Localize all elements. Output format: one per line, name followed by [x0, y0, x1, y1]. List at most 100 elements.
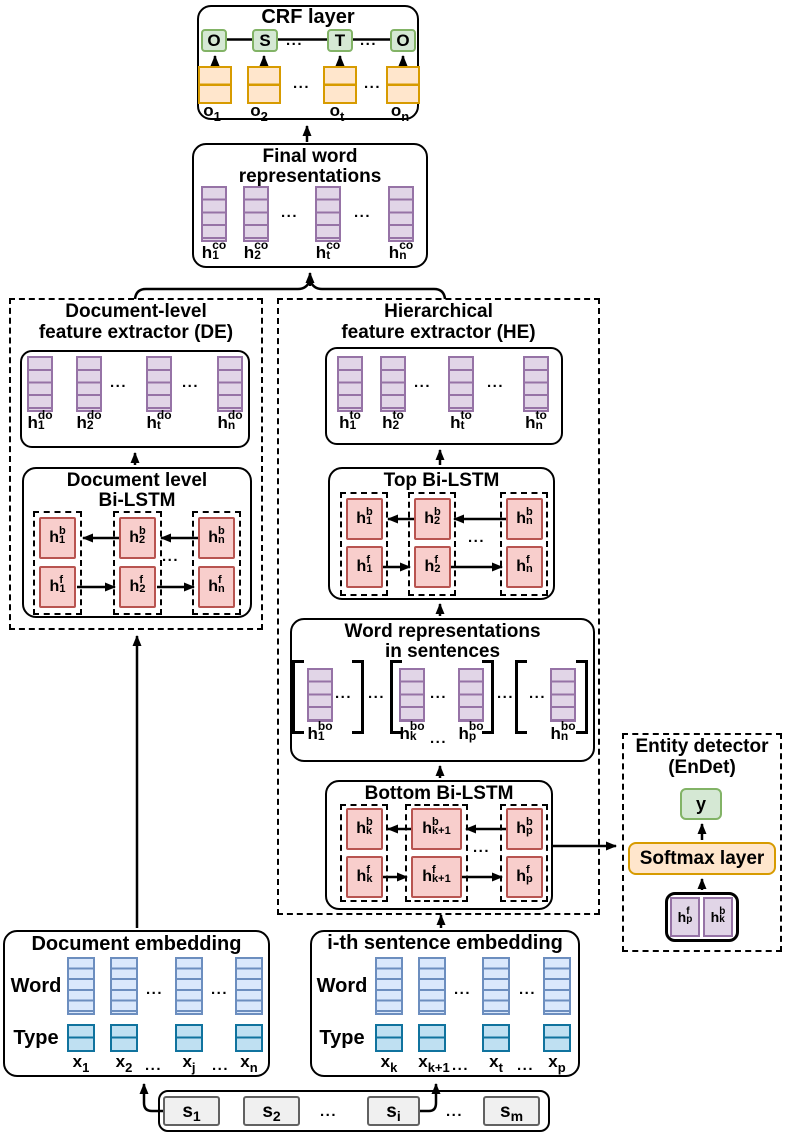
word-repr-title-line2: in sentences: [384, 641, 501, 662]
ellipsis: ...: [146, 981, 164, 998]
vector-stack: [523, 356, 549, 412]
ellipsis: ...: [182, 374, 200, 391]
he-title-line1: Hierarchical: [384, 301, 493, 322]
word-embedding-stack: [175, 957, 203, 1015]
vector-stack: [388, 186, 414, 242]
ellipsis: ...: [286, 32, 304, 49]
bottom-bilstm-title: Bottom Bi-LSTM: [364, 783, 514, 804]
output-vector-stack: [247, 66, 281, 104]
word-embedding-stack: [67, 957, 95, 1015]
lstm-column: [113, 511, 162, 615]
lstm-column: [340, 804, 388, 902]
lstm-column: [500, 804, 548, 902]
type-embedding-stack: [482, 1024, 510, 1052]
ellipsis: ...: [212, 1057, 230, 1074]
document-embedding-title: Document embedding: [31, 933, 242, 955]
type-row-label: Type: [319, 1027, 365, 1049]
vector-stack: [399, 668, 425, 722]
vector-stack: [243, 186, 269, 242]
type-row-label: Type: [13, 1027, 59, 1049]
crf-tag: T: [327, 29, 353, 52]
vector-stack: [146, 356, 172, 412]
sentence-embedding-title: i-th sentence embedding: [327, 932, 563, 954]
ellipsis: ...: [320, 1103, 338, 1120]
type-embedding-stack: [543, 1024, 571, 1052]
ellipsis: ...: [211, 981, 229, 998]
word-row-label: Word: [10, 975, 62, 997]
lstm-column: [192, 511, 241, 615]
word-representations-box: [290, 618, 595, 762]
type-embedding-stack: [175, 1024, 203, 1052]
document-bilstm-title-line1: Document level: [66, 470, 208, 491]
crf-tag: S: [252, 29, 278, 52]
final-title-line2: representations: [238, 166, 382, 187]
bracket-right: [576, 660, 588, 734]
type-embedding-stack: [235, 1024, 263, 1052]
output-vector-stack: [386, 66, 420, 104]
ellipsis: ...: [487, 374, 505, 391]
crf-tag: O: [201, 29, 227, 52]
word-embedding-stack: [375, 957, 403, 1015]
ellipsis: ...: [110, 374, 128, 391]
ellipsis: ...: [414, 374, 432, 391]
ellipsis: ...: [335, 685, 353, 702]
he-title-line2: feature extractor (HE): [341, 322, 536, 343]
bracket-right: [352, 660, 364, 734]
type-embedding-stack: [67, 1024, 95, 1052]
word-embedding-stack: [482, 957, 510, 1015]
y-output-box: y: [680, 788, 722, 820]
bracket-right: [482, 660, 494, 734]
ellipsis: ...: [529, 685, 547, 702]
ellipsis: ...: [145, 1057, 163, 1074]
ellipsis: ...: [368, 685, 386, 702]
ellipsis: ...: [162, 548, 180, 565]
vector-stack: [337, 356, 363, 412]
word-embedding-stack: [110, 957, 138, 1015]
de-vectors-box: [20, 350, 250, 448]
ellipsis: ...: [452, 1057, 470, 1074]
final-title-line1: Final word: [262, 146, 358, 167]
vector-stack: [380, 356, 406, 412]
lstm-column: [33, 511, 82, 615]
ellipsis: ...: [497, 685, 515, 702]
lstm-column: [405, 804, 468, 902]
top-bilstm-title: Top Bi-LSTM: [383, 470, 500, 491]
vector-stack: [448, 356, 474, 412]
document-bilstm-title-line2: Bi-LSTM: [98, 490, 176, 511]
